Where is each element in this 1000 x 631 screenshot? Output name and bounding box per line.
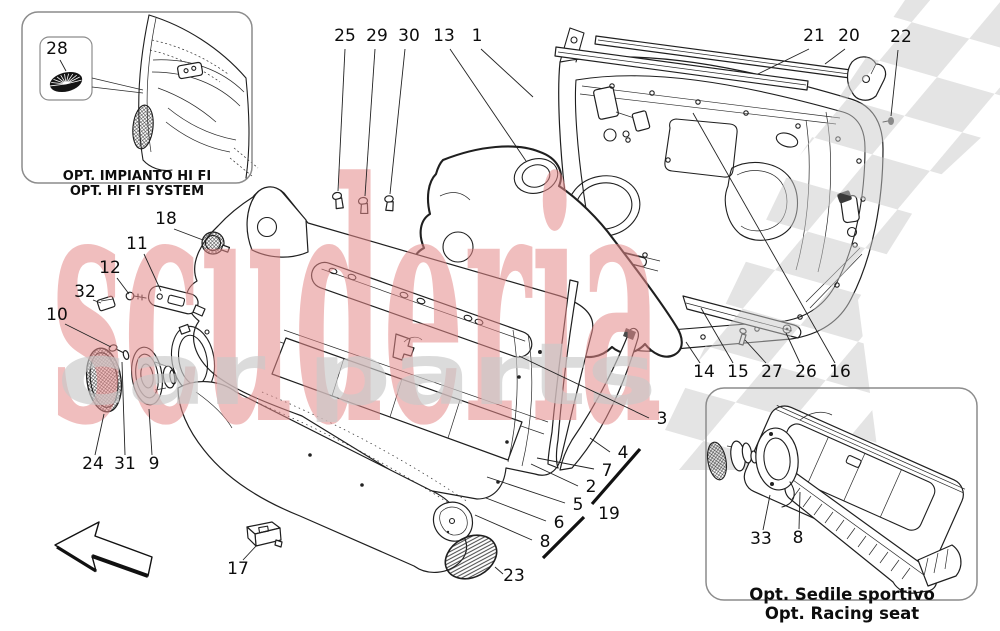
part-label-17: 17 [227,559,249,579]
leader-line-20 [824,48,846,65]
leader-line-30 [389,48,406,195]
leader-line-31 [121,361,126,456]
part-label-8: 8 [793,528,804,548]
racing-caption-line1: Opt. Sedile sportivo [749,585,935,604]
hifi-caption-line2: OPT. HI FI SYSTEM [70,184,204,199]
leader-line-28 [59,59,67,72]
leader-line-8 [798,491,801,530]
pillar-trim-drawings [547,279,639,471]
leader-line-17 [242,544,258,561]
part-label-12: 12 [99,258,121,278]
part-label-20: 20 [838,26,860,46]
part-label-9: 9 [149,454,160,474]
rivet-drawings [331,191,394,215]
racing-seat-panel-art [706,405,966,594]
leader-line-11 [143,253,162,292]
lower-panel-drawing [177,381,473,573]
leader-line-23 [494,566,504,575]
armrest-bar-drawing [310,261,533,358]
leader-line-16 [692,112,836,364]
sill-plate-hatching [791,487,911,580]
leader-line-33 [762,494,771,531]
hifi-caption-line1: OPT. IMPIANTO HI FI [63,169,211,184]
leader-line-29 [364,48,376,197]
clip-32-drawing [96,295,116,312]
part-label-14: 14 [693,362,715,382]
speaker-grille-28-icon [49,71,83,93]
part-label-8: 8 [540,532,551,552]
part-label-15: 15 [727,362,749,382]
trim-strip-19-drawing [541,447,642,560]
grille-23-drawing [444,534,498,580]
leader-line-10 [64,323,112,348]
leader-line-8 [474,514,533,541]
checkered-flag-watermark [655,0,1000,470]
leader-line-4 [589,437,611,453]
window-regulator-drawing [593,86,651,142]
part-label-24: 24 [82,454,104,474]
part-label-4: 4 [618,443,629,463]
clip-17-drawing [246,521,283,548]
screw-12-drawing [125,291,147,301]
door-panel-drawing [170,147,594,500]
part-label-30: 30 [398,26,420,46]
part-label-13: 13 [433,26,455,46]
hifi-option-box: OPT. IMPIANTO HI FI OPT. HI FI SYSTEM [21,11,253,199]
leader-line-21 [757,48,810,75]
part-label-18: 18 [155,209,177,229]
racing-seat-option-box: Opt. Sedile sportivo Opt. Racing seat [705,387,978,623]
direction-arrow [54,521,153,578]
part-label-32: 32 [74,282,96,302]
speaker-assembly-drawing [85,344,177,413]
part-label-22: 22 [890,27,912,47]
watermark-subtext: car parts [57,325,657,425]
watermark: scuderia car parts [52,110,662,498]
leader-line-7 [536,457,595,470]
leader-line-2 [530,463,579,487]
leader-line-26 [785,332,801,364]
part-label-16: 16 [829,362,851,382]
leader-line-13 [449,48,527,162]
racing-caption-line2: Opt. Racing seat [765,604,919,623]
leader-line-24 [94,413,105,456]
hifi-door-art [132,14,250,179]
leader-line-12 [116,277,130,295]
tweeter-18-drawing [201,231,231,255]
leader-line-27 [744,339,767,364]
leader-line-15 [700,307,734,364]
leader-line-6 [485,497,547,522]
part-label-23: 23 [503,566,525,586]
leader-line-18 [173,228,204,241]
part-label-31: 31 [114,454,136,474]
part-label-28: 28 [46,39,68,59]
part-label-2: 2 [586,477,597,497]
watermark-brand-text: scuderia [52,110,662,498]
leader-line-5 [486,476,566,504]
part-label-19: 19 [598,504,620,524]
part-label-21: 21 [803,26,825,46]
part-label-27: 27 [761,362,783,382]
part-label-29: 29 [366,26,388,46]
leader-line-14 [685,341,701,364]
screw-31-drawing [108,344,130,360]
part-label-10: 10 [46,305,68,325]
part-label-25: 25 [334,26,356,46]
leader-line-32 [92,299,102,304]
part-label-5: 5 [573,495,584,515]
part-label-11: 11 [126,234,148,254]
part-label-33: 33 [750,529,772,549]
leader-line-1 [480,48,534,98]
part-label-26: 26 [795,362,817,382]
leader-line-9 [148,408,153,456]
part-label-1: 1 [472,26,483,46]
part-label-6: 6 [554,513,565,533]
leader-line-22 [890,49,899,117]
part-label-7: 7 [602,461,613,481]
inner-handle-drawing [147,285,206,317]
part-label-3: 3 [657,409,668,429]
leader-line-25 [337,48,346,192]
leader-line-3 [518,355,650,419]
